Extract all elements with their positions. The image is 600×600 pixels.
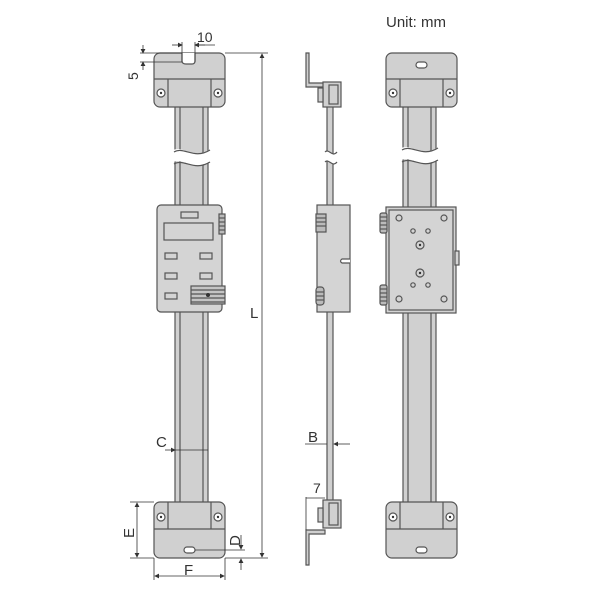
- front-dimensions: [130, 42, 268, 580]
- button: [164, 252, 178, 260]
- button: [164, 292, 178, 300]
- side-view: [305, 52, 351, 566]
- dim-B-label: B: [308, 429, 318, 446]
- dim-F-label: F: [184, 562, 193, 579]
- button: [199, 252, 213, 260]
- dim-E-label: E: [121, 528, 138, 538]
- dim-L-label: L: [250, 305, 258, 322]
- dim-7-label: 7: [313, 480, 321, 496]
- back-view: [379, 52, 460, 559]
- side-dimensions: [305, 441, 350, 530]
- dim-5-label: 5: [125, 72, 141, 80]
- front-view: [153, 52, 226, 559]
- dim-10-label: 10: [197, 29, 213, 45]
- button: [199, 272, 213, 280]
- button: [164, 272, 178, 280]
- unit-label: Unit: mm: [386, 14, 446, 31]
- dim-C-label: C: [156, 434, 167, 451]
- lcd-display: [163, 222, 214, 241]
- dim-D-label: D: [227, 535, 244, 546]
